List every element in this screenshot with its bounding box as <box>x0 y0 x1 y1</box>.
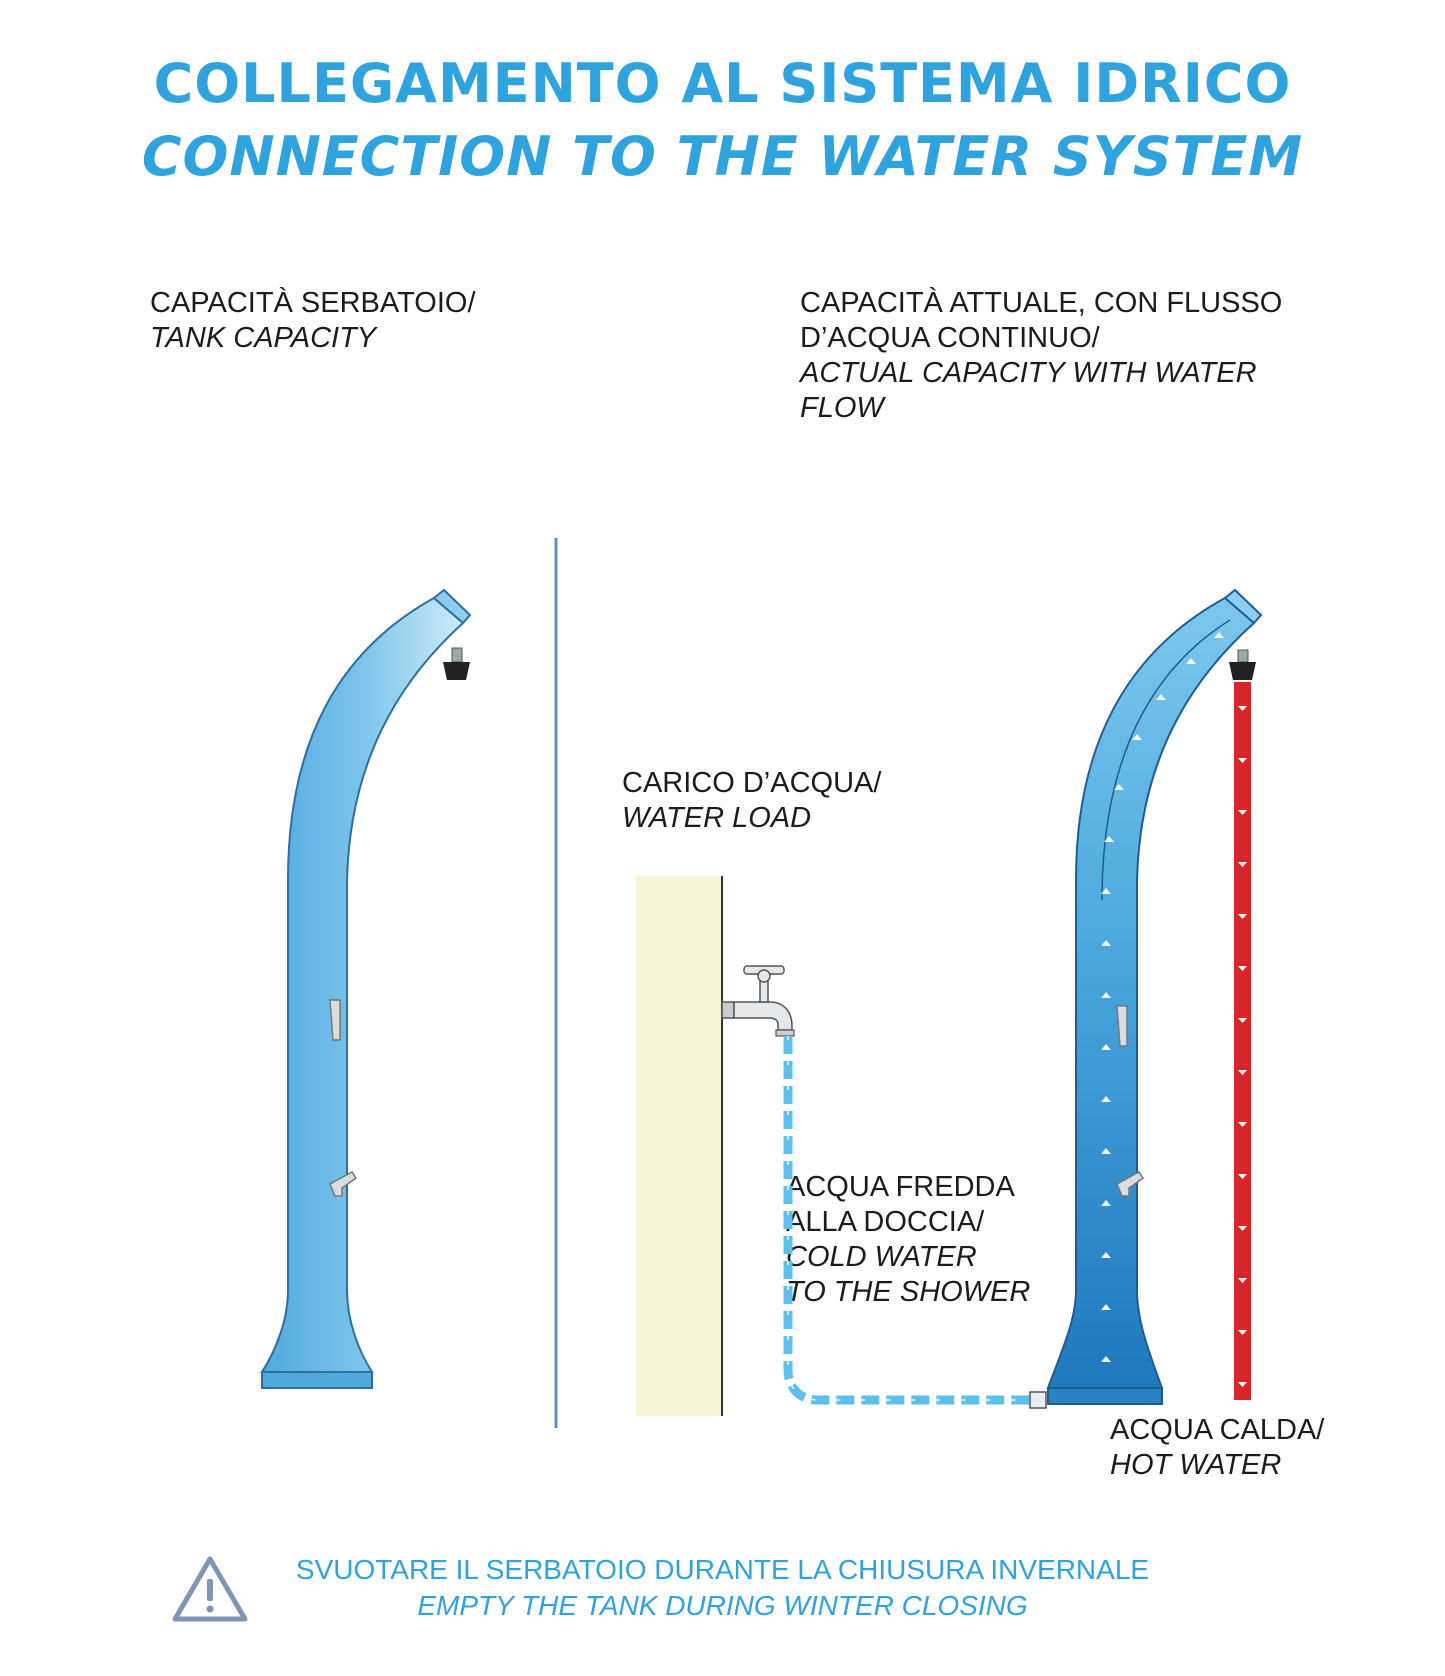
actual-capacity-label: CAPACITÀ ATTUALE, CON FLUSSO D’ACQUA CON… <box>800 286 1282 426</box>
left-shower <box>260 588 472 1389</box>
water-load-label: CARICO D’ACQUA/ WATER LOAD <box>622 766 881 836</box>
left-shower-tap-icon <box>329 999 341 1041</box>
cold-water-pipe <box>783 1036 1038 1405</box>
tank-capacity-label-it: CAPACITÀ SERBATOIO/ <box>150 287 476 319</box>
title-english: CONNECTION TO THE WATER SYSTEM <box>141 125 1304 188</box>
left-shower-body <box>260 596 465 1373</box>
actual-capacity-label-it-2: D’ACQUA CONTINUO/ <box>800 322 1100 354</box>
water-tap-icon <box>721 965 795 1037</box>
right-shower-flow-arrows <box>1101 632 1224 1362</box>
cold-water-label-it-1: ACQUA FREDDA <box>786 1171 1015 1203</box>
wall <box>636 876 722 1416</box>
warning-text-it: SVUOTARE IL SERBATOIO DURANTE LA CHIUSUR… <box>295 1554 1150 1585</box>
tank-capacity-label: CAPACITÀ SERBATOIO/ TANK CAPACITY <box>150 286 476 356</box>
cold-water-label-it-2: ALLA DOCCIA/ <box>786 1206 985 1238</box>
warning-triangle-icon <box>172 1556 248 1622</box>
actual-capacity-label-en-2: FLOW <box>800 392 884 424</box>
right-shower <box>1046 588 1263 1405</box>
left-shower-base <box>261 1371 373 1389</box>
hot-water-stream <box>1234 682 1251 1400</box>
cold-water-label-en-1: COLD WATER <box>786 1241 977 1273</box>
left-shower-head-icon <box>443 647 470 680</box>
left-shower-valve-icon <box>329 1171 358 1197</box>
cold-water-label: ACQUA FREDDA ALLA DOCCIA/ COLD WATER TO … <box>786 1170 1030 1310</box>
title-italian: COLLEGAMENTO AL SISTEMA IDRICO <box>153 52 1292 115</box>
right-shower-tap-icon <box>1116 1005 1128 1047</box>
pipe-connector <box>1029 1391 1047 1409</box>
cold-water-label-en-2: TO THE SHOWER <box>786 1276 1031 1308</box>
hot-water-label: ACQUA CALDA/ HOT WATER <box>1110 1413 1324 1483</box>
right-shower-valve-icon <box>1116 1171 1145 1197</box>
warning-text-en: EMPTY THE TANK DURING WINTER CLOSING <box>417 1590 1028 1621</box>
water-load-label-it: CARICO D’ACQUA/ <box>622 767 882 799</box>
left-shower-top-cap <box>432 588 472 625</box>
right-shower-top-cap <box>1223 588 1263 625</box>
hot-water-label-it: ACQUA CALDA/ <box>1110 1414 1325 1446</box>
tank-capacity-label-en: TANK CAPACITY <box>150 322 377 354</box>
right-shower-base <box>1047 1387 1163 1405</box>
right-shower-head-icon <box>1229 649 1256 680</box>
hot-water-label-en: HOT WATER <box>1110 1449 1282 1481</box>
right-shower-body <box>1046 596 1256 1389</box>
warning-text: SVUOTARE IL SERBATOIO DURANTE LA CHIUSUR… <box>0 1552 1445 1624</box>
actual-capacity-label-en-1: ACTUAL CAPACITY WITH WATER <box>800 357 1257 389</box>
actual-capacity-label-it-1: CAPACITÀ ATTUALE, CON FLUSSO <box>800 287 1283 319</box>
water-load-label-en: WATER LOAD <box>622 802 812 834</box>
